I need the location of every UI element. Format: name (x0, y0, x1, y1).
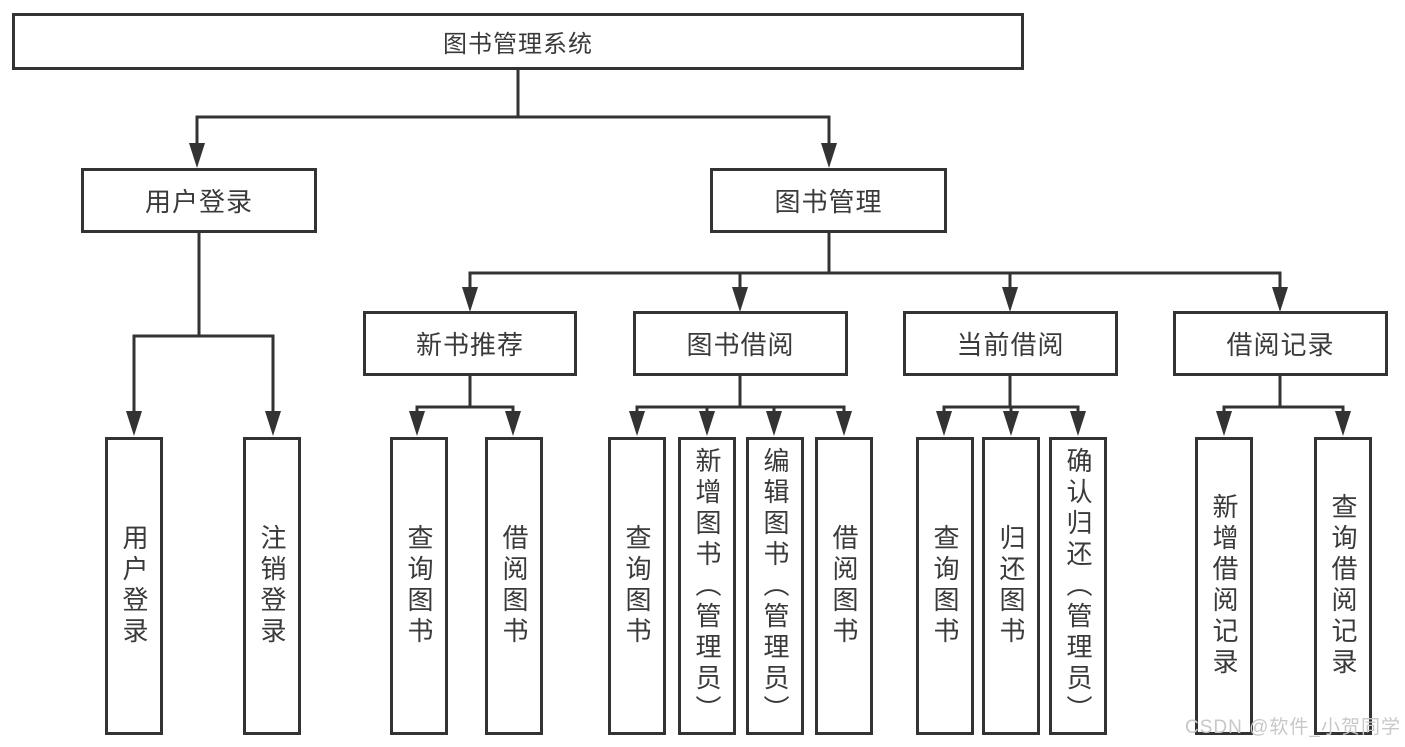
node-library-management-system: 图书管理系统 (12, 13, 1024, 70)
leaf-query-books-3: 查询图书 (916, 437, 974, 735)
leaf-label: 编辑图书（管理员） (760, 446, 790, 726)
node-label: 新书推荐 (415, 330, 524, 360)
arrowhead-icon (462, 287, 478, 312)
arrowhead-icon (936, 411, 952, 436)
leaf-user-login: 用户登录 (105, 437, 163, 735)
leaf-logout: 注销登录 (243, 437, 301, 735)
arrowhead-icon (189, 143, 205, 168)
node-label: 用户登录 (144, 187, 253, 217)
node-book-management: 图书管理 (710, 168, 947, 233)
leaf-edit-book-admin: 编辑图书（管理员） (746, 437, 804, 735)
node-new-book-recommendation: 新书推荐 (363, 311, 577, 376)
watermark-text: CSDN @软件_小贺同学 (1185, 717, 1401, 738)
leaf-add-borrow-record: 新增借阅记录 (1195, 437, 1253, 735)
arrowhead-icon (1216, 411, 1232, 436)
arrowhead-icon (1070, 411, 1086, 436)
node-current-borrowing: 当前借阅 (903, 311, 1118, 376)
leaf-borrow-books-1: 借阅图书 (485, 437, 543, 735)
node-label: 图书管理 (774, 187, 883, 217)
node-label: 图书管理系统 (443, 31, 593, 58)
leaf-query-books-2: 查询图书 (608, 437, 666, 735)
leaf-label: 查询图书 (404, 524, 434, 648)
leaf-label: 借阅图书 (829, 524, 859, 648)
leaf-query-books-1: 查询图书 (390, 437, 448, 735)
arrowhead-icon (265, 411, 281, 436)
arrowhead-icon (821, 143, 837, 168)
arrowhead-icon (766, 411, 782, 436)
arrowhead-icon (505, 411, 521, 436)
arrowhead-icon (732, 287, 748, 312)
leaf-label: 新增借阅记录 (1209, 493, 1239, 679)
leaf-label: 归还图书 (996, 524, 1026, 648)
leaf-label: 用户登录 (119, 524, 149, 648)
arrowhead-icon (1003, 411, 1019, 436)
leaf-label: 查询图书 (930, 524, 960, 648)
node-user-login: 用户登录 (81, 168, 317, 233)
arrowhead-icon (1335, 411, 1351, 436)
leaf-label: 查询图书 (622, 524, 652, 648)
arrowhead-icon (1002, 287, 1018, 312)
node-label: 当前借阅 (956, 330, 1065, 360)
node-label: 图书借阅 (686, 330, 795, 360)
arrowhead-icon (836, 411, 852, 436)
leaf-add-book-admin: 新增图书（管理员） (678, 437, 736, 735)
leaf-label: 确认归还（管理员） (1063, 446, 1093, 726)
leaf-label: 注销登录 (257, 524, 287, 648)
node-label: 借阅记录 (1226, 330, 1335, 360)
leaf-return-book: 归还图书 (982, 437, 1040, 735)
arrowhead-icon (699, 411, 715, 436)
arrowhead-icon (1272, 287, 1288, 312)
leaf-label: 查询借阅记录 (1328, 493, 1358, 679)
node-book-borrowing: 图书借阅 (633, 311, 848, 376)
leaf-confirm-return-admin: 确认归还（管理员） (1049, 437, 1107, 735)
leaf-borrow-books-2: 借阅图书 (815, 437, 873, 735)
arrowhead-icon (409, 411, 425, 436)
leaf-label: 新增图书（管理员） (692, 446, 722, 726)
arrowhead-icon (629, 411, 645, 436)
arrowhead-icon (126, 411, 142, 436)
leaf-label: 借阅图书 (499, 524, 529, 648)
leaf-query-borrow-record: 查询借阅记录 (1314, 437, 1372, 735)
node-borrowing-records: 借阅记录 (1173, 311, 1388, 376)
